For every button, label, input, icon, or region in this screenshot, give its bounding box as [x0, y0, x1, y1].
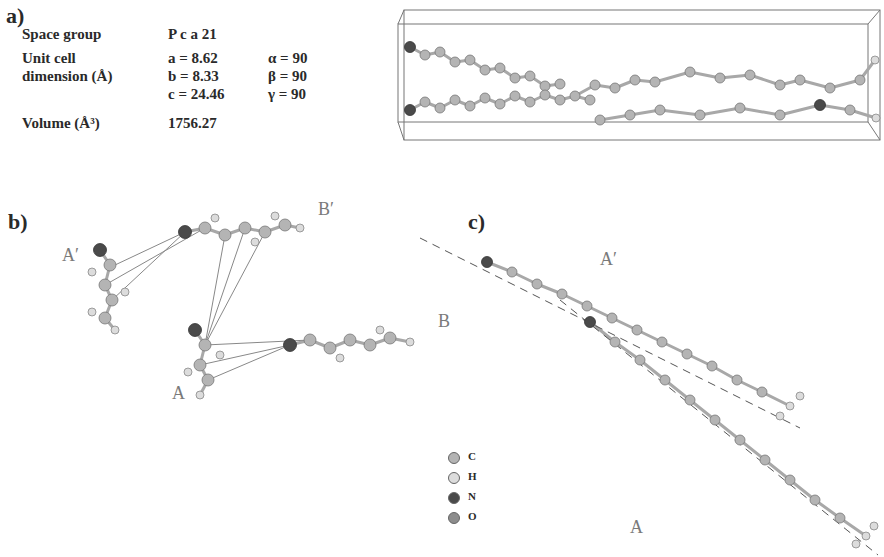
table-value: γ = 90: [268, 86, 306, 103]
molecule-label: A′: [600, 250, 617, 270]
legend-text: C: [468, 450, 476, 462]
legend-text: N: [468, 490, 476, 502]
legend-text: H: [468, 470, 477, 482]
panel-letter: a): [6, 4, 24, 28]
molecule-label: A: [172, 384, 185, 404]
molecule-label: B′: [318, 200, 334, 220]
table-value: a = 8.62: [168, 50, 218, 67]
table-heading: Unit cell: [22, 50, 76, 67]
table-heading: dimension (Å): [22, 68, 112, 85]
panel-letter: b): [8, 210, 28, 234]
table-value: P c a 21: [168, 26, 217, 43]
unit-cell-back: [398, 24, 868, 122]
table-value: β = 90: [268, 68, 307, 85]
legend-swatch: [448, 512, 460, 524]
table-value: b = 8.33: [168, 68, 219, 85]
table-heading: Volume (Å³): [22, 115, 100, 132]
table-heading: Space group: [22, 26, 101, 43]
molecule-label: A′: [62, 246, 79, 266]
table-value: 1756.27: [168, 115, 217, 132]
table-value: c = 24.46: [168, 86, 224, 103]
legend-swatch: [448, 472, 460, 484]
molecule-label: A: [630, 518, 643, 538]
legend-swatch: [448, 492, 460, 504]
molecule-label: B: [438, 312, 450, 332]
legend-swatch: [448, 452, 460, 464]
unit-cell-front: [404, 10, 880, 140]
table-value: α = 90: [268, 50, 307, 67]
legend-text: O: [468, 510, 477, 522]
panel-letter: c): [468, 210, 485, 234]
